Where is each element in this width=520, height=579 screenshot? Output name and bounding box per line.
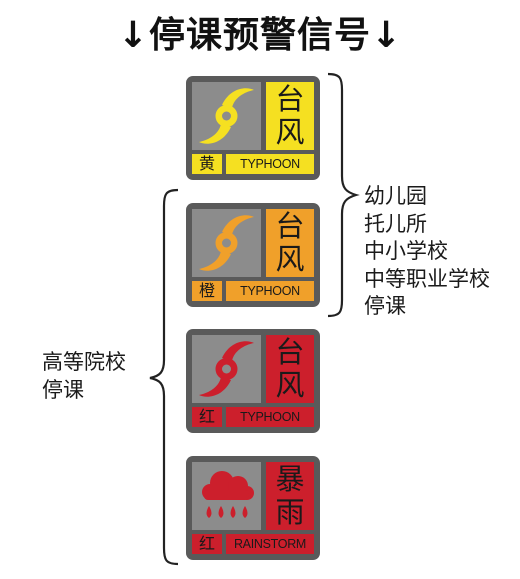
signal-title-bottom: 雨 bbox=[275, 495, 305, 529]
orange-typhoon-signal: 台 风 橙 TYPHOON bbox=[186, 203, 320, 307]
signal-english: RAINSTORM bbox=[226, 534, 314, 554]
page-title: ↓停课预警信号↓ bbox=[117, 15, 403, 56]
right-brace bbox=[327, 72, 360, 318]
signal-english: TYPHOON bbox=[226, 407, 314, 427]
right-note: 幼儿园 托儿所 中小学校 中等职业学校 停课 bbox=[364, 183, 490, 321]
signal-level: 红 bbox=[192, 407, 222, 427]
yellow-typhoon-signal: 台 风 黄 TYPHOON bbox=[186, 76, 320, 180]
left-note-line: 高等院校 bbox=[42, 350, 126, 374]
signal-title: 台 风 bbox=[266, 82, 314, 150]
signal-title-bottom: 风 bbox=[275, 242, 305, 276]
right-note-line: 中小学校 bbox=[364, 239, 448, 263]
signal-title-top: 台 bbox=[275, 209, 305, 243]
signal-english: TYPHOON bbox=[226, 154, 314, 174]
right-note-line: 幼儿园 bbox=[364, 184, 427, 208]
right-note-line: 中等职业学校 bbox=[364, 266, 490, 291]
left-note-line: 停课 bbox=[42, 377, 84, 402]
signal-title-top: 暴 bbox=[275, 462, 305, 496]
signal-title: 台 风 bbox=[266, 335, 314, 403]
left-note: 高等院校 停课 bbox=[42, 349, 126, 404]
signal-english: TYPHOON bbox=[226, 281, 314, 301]
typhoon-icon bbox=[192, 209, 261, 277]
signal-level: 红 bbox=[192, 534, 222, 554]
typhoon-icon bbox=[192, 335, 261, 403]
red-rainstorm-signal: 暴 雨 红 RAINSTORM bbox=[186, 456, 320, 560]
signal-title-bottom: 风 bbox=[275, 115, 305, 149]
signal-title-top: 台 bbox=[275, 82, 305, 116]
signal-title-top: 台 bbox=[275, 335, 305, 369]
red-typhoon-signal: 台 风 红 TYPHOON bbox=[186, 329, 320, 433]
left-brace bbox=[149, 188, 179, 566]
rainstorm-icon bbox=[192, 462, 261, 530]
signal-level: 黄 bbox=[192, 154, 222, 174]
signal-title: 台 风 bbox=[266, 209, 314, 277]
right-note-line: 托儿所 bbox=[364, 211, 427, 236]
signal-title-bottom: 风 bbox=[275, 368, 305, 402]
signal-level: 橙 bbox=[192, 281, 222, 301]
right-note-line: 停课 bbox=[364, 294, 406, 318]
signal-title: 暴 雨 bbox=[266, 462, 314, 530]
typhoon-icon bbox=[192, 82, 261, 150]
